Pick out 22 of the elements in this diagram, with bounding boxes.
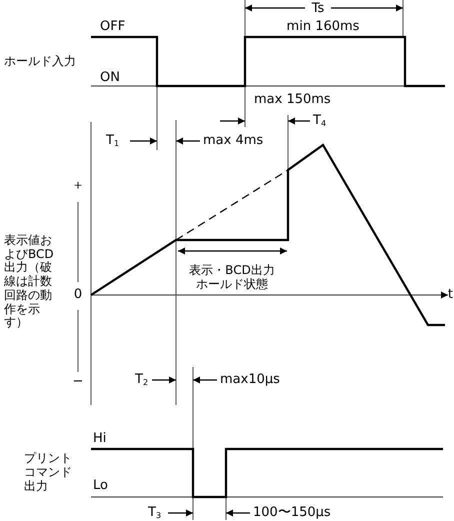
time-label: T$_{3}$ <box>148 506 162 520</box>
timing-value: min 160ms <box>286 20 360 34</box>
axis-label: − <box>72 374 84 390</box>
state-label: 表示・BCD出力ホールド状態 <box>188 264 276 292</box>
axis-label: ＋ <box>72 178 84 194</box>
time-label: T$_{1}$ <box>106 134 120 148</box>
state-label: Lo <box>93 478 108 494</box>
state-label: OFF <box>100 20 126 34</box>
time-label: T$_{4}$ <box>313 114 326 128</box>
timing-value: max10μs <box>220 372 280 388</box>
axis-label: 0 <box>74 288 82 302</box>
signal-name: 表示値およびBCD出力（破線は計数回路の動作を示す） <box>4 234 55 330</box>
timing-value: max 150ms <box>254 92 331 108</box>
time-label: Ts <box>312 2 324 16</box>
state-label: ON <box>100 70 120 86</box>
state-label: Hi <box>93 432 106 446</box>
signal-name: プリントコマンド出力 <box>24 452 73 494</box>
signal-name: ホールド入力 <box>4 55 76 69</box>
time-label: T$_{2}$ <box>135 372 148 388</box>
axis-label: t <box>448 288 453 302</box>
timing-value: 100〜150μs <box>253 506 331 520</box>
timing-value: max 4ms <box>203 134 264 148</box>
